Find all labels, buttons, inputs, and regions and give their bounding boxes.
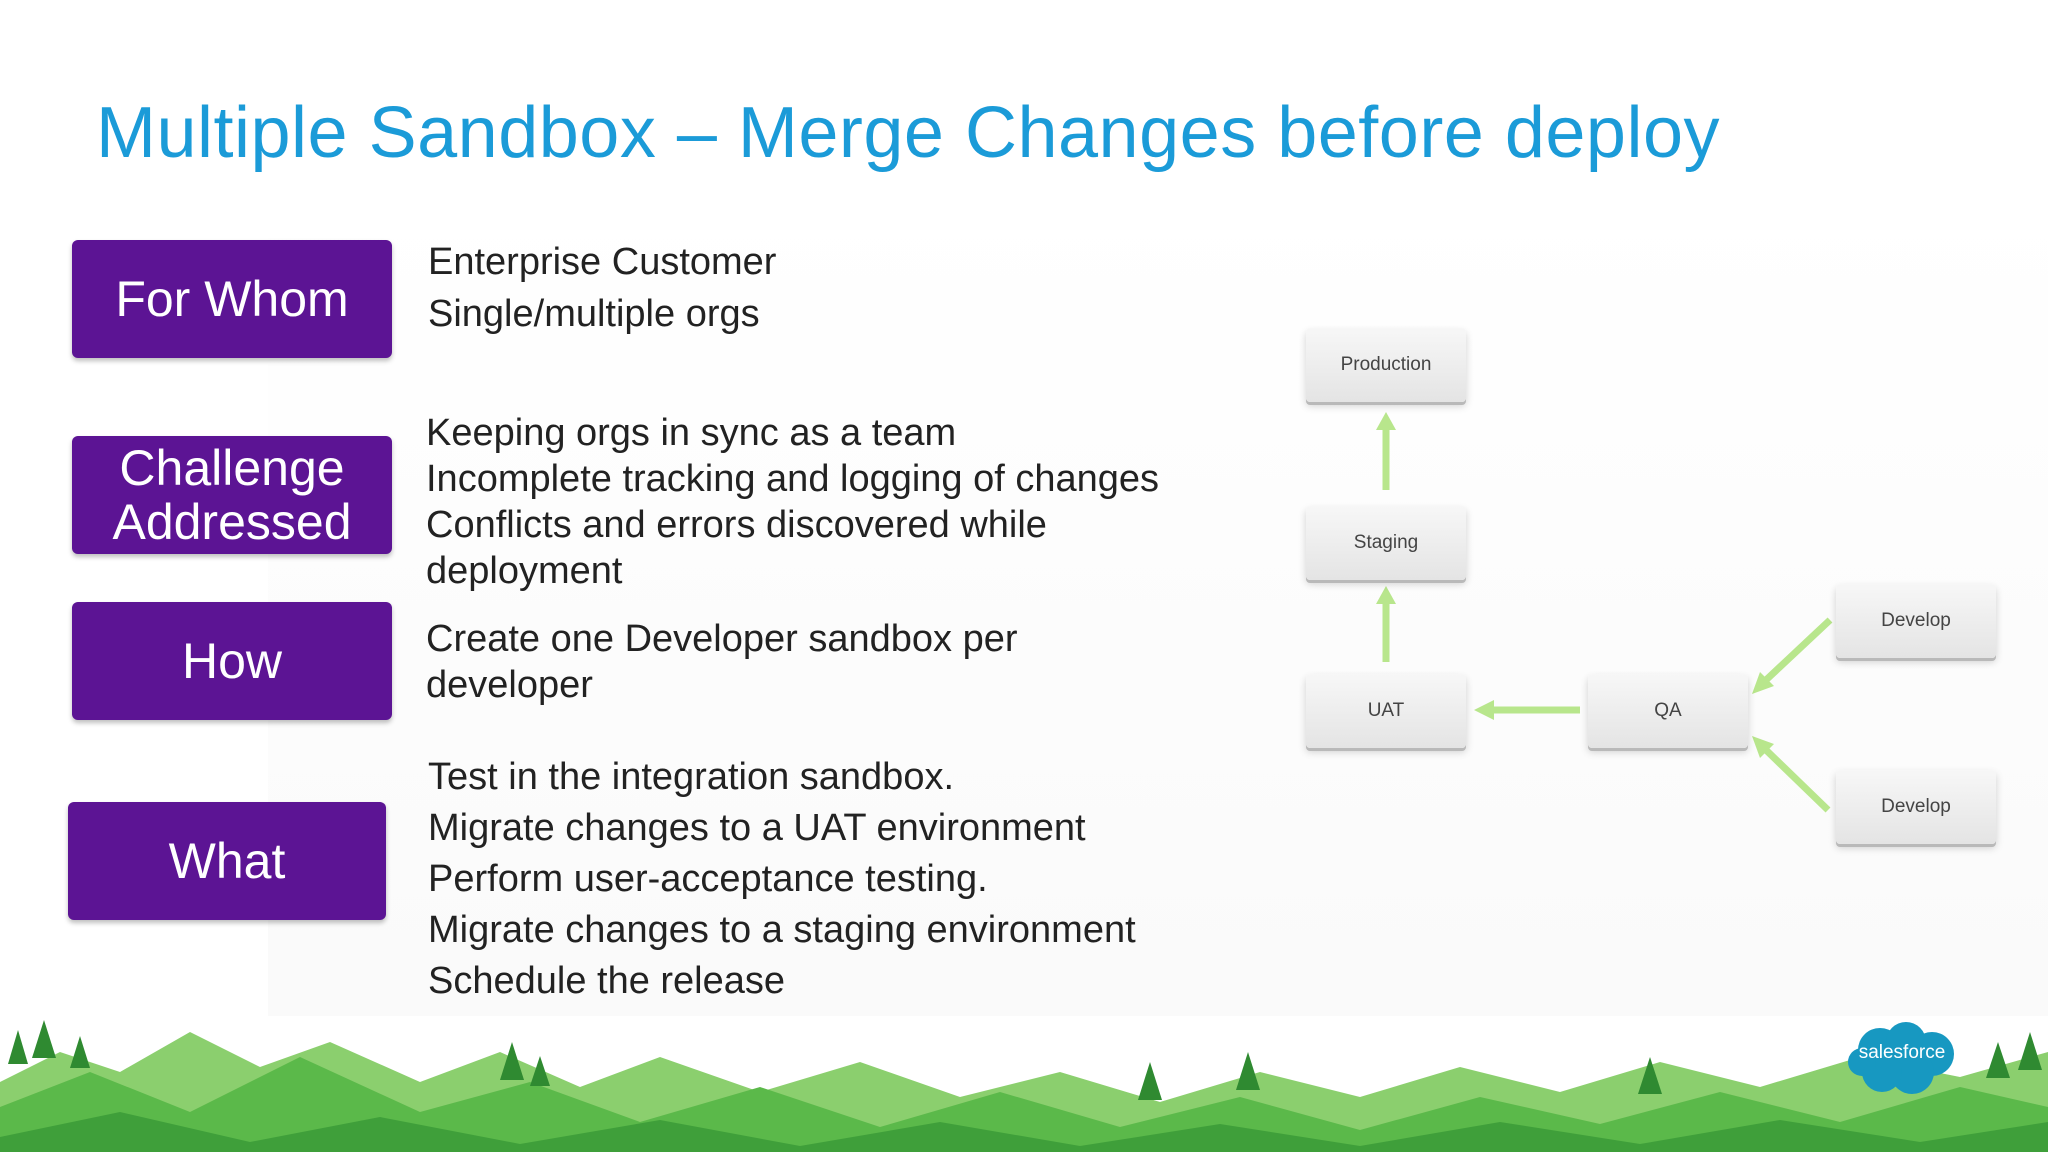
what-label: What — [68, 802, 386, 920]
arrow-staging-to-production — [1376, 412, 1396, 490]
list-item: Migrate changes to a UAT environment — [428, 807, 1086, 849]
node-staging: Staging — [1306, 506, 1466, 580]
slide-title: Multiple Sandbox – Merge Changes before … — [96, 93, 1721, 173]
list-item: Schedule the release — [428, 960, 786, 1002]
list-item: Perform user-acceptance testing. — [428, 858, 988, 900]
node-develop-1: Develop — [1836, 584, 1996, 658]
list-item: Incomplete tracking and logging of chang… — [426, 458, 1160, 500]
list-item: Conflicts and errors discovered while — [426, 504, 1047, 546]
for-whom-text: Enterprise Customer Single/multiple orgs — [428, 236, 776, 340]
what-text: Test in the integration sandbox. Migrate… — [428, 752, 1136, 1007]
arrow-develop-to-qa-1 — [1752, 617, 1833, 694]
arrow-qa-to-uat — [1474, 700, 1580, 720]
challenge-text: Keeping orgs in sync as a team Incomplet… — [426, 410, 1159, 594]
list-item: Keeping orgs in sync as a team — [426, 412, 957, 454]
cloud-icon — [1848, 1022, 1954, 1094]
how-label: How — [72, 602, 392, 720]
challenge-label: Challenge Addressed — [72, 436, 392, 554]
node-production: Production — [1306, 328, 1466, 402]
list-item: Test in the integration sandbox. — [428, 756, 955, 798]
what-label-line: What — [168, 833, 286, 889]
arrow-uat-to-staging — [1376, 586, 1396, 662]
list-item: developer — [426, 664, 593, 706]
list-item: Create one Developer sandbox per — [426, 618, 1018, 660]
list-item: Migrate changes to a staging environment — [428, 909, 1136, 951]
node-develop-2: Develop — [1836, 770, 1996, 844]
how-text: Create one Developer sandbox per develop… — [426, 616, 1018, 708]
challenge-label-line: Addressed — [112, 494, 352, 550]
node-uat: UAT — [1306, 674, 1466, 748]
list-item: Single/multiple orgs — [428, 293, 760, 335]
how-label-line: How — [181, 633, 283, 689]
challenge-label-line: Challenge — [119, 440, 345, 496]
arrow-develop-to-qa-2 — [1752, 736, 1831, 813]
salesforce-logo-text: salesforce — [1858, 1042, 1946, 1063]
for-whom-label: For Whom — [72, 240, 392, 358]
list-item: deployment — [426, 550, 623, 592]
for-whom-label-line: For Whom — [115, 271, 349, 327]
node-qa: QA — [1588, 674, 1748, 748]
list-item: Enterprise Customer — [428, 241, 777, 283]
content-panel — [268, 196, 2048, 1016]
mountain-landscape-footer — [0, 1020, 2048, 1152]
